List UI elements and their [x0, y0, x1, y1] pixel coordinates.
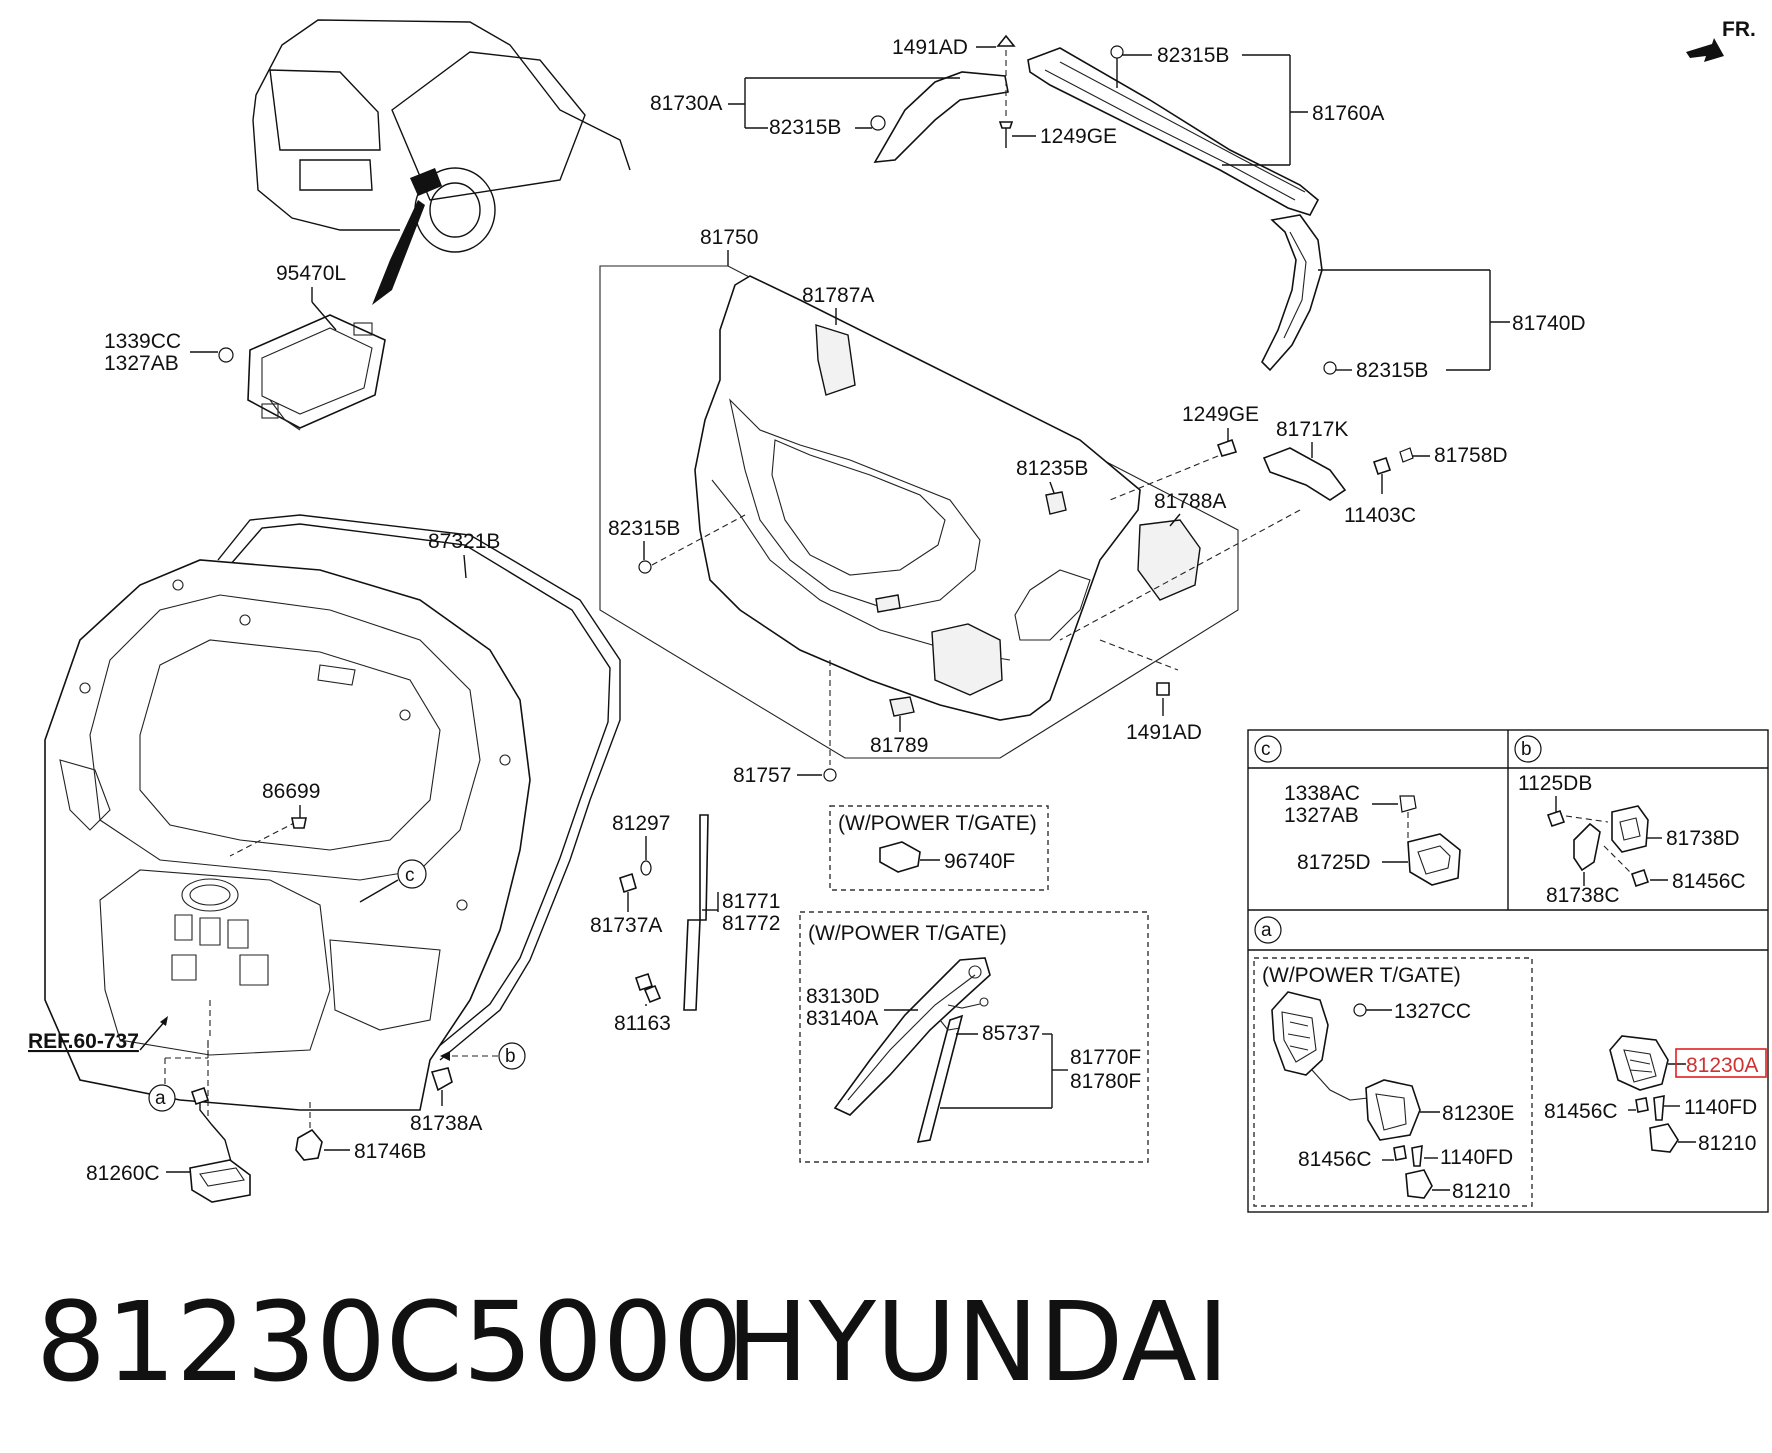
tailgate-assembly: 87321B 86699 c REF.60-737 a b — [28, 514, 621, 1120]
callout-circle-c — [397, 859, 427, 889]
inset-b-circle — [1514, 735, 1542, 763]
trim-81760A: 82315B 81760A — [1027, 44, 1384, 216]
label-1249GE-mid: 1249GE — [1182, 403, 1259, 426]
label-81725D: 81725D — [1297, 851, 1371, 874]
label-1327AB-inset: 1327AB — [1284, 804, 1359, 827]
label-81235B: 81235B — [1016, 457, 1088, 480]
label-95470L: 95470L — [276, 262, 346, 285]
front-direction-label: FR. — [1722, 18, 1756, 41]
callout-letter-a: a — [155, 1088, 166, 1109]
label-86699: 86699 — [262, 780, 320, 803]
label-81210-a-left: 81210 — [1452, 1180, 1510, 1203]
label-1125DB: 1125DB — [1518, 772, 1592, 795]
label-81230E: 81230E — [1442, 1102, 1514, 1125]
label-1491AD-low: 1491AD — [1126, 721, 1202, 744]
label-81297: 81297 — [612, 812, 670, 835]
fastener-group-right: 1249GE 81717K 81758D 11403C — [1059, 403, 1508, 641]
label-81717K: 81717K — [1276, 418, 1348, 441]
callout-letter-b: b — [505, 1046, 516, 1067]
power-tgate-note-2: (W/POWER T/GATE) — [808, 922, 1007, 945]
label-87321B: 87321B — [428, 530, 500, 553]
label-81260C: 81260C — [86, 1162, 160, 1185]
label-81738A: 81738A — [410, 1112, 482, 1135]
module-location-marker — [410, 168, 442, 196]
label-81730A: 81730A — [650, 92, 722, 115]
trim-81730A: 81730A 82315B — [650, 71, 1009, 163]
power-tgate-box-96740F: (W/POWER T/GATE) 96740F — [829, 805, 1049, 891]
label-81738C: 81738C — [1546, 884, 1620, 907]
label-81780F: 81780F — [1070, 1070, 1141, 1093]
fastener-group-top: 1491AD 1249GE — [892, 34, 1117, 148]
label-1249GE-top: 1249GE — [1040, 125, 1117, 148]
label-1327CC: 1327CC — [1394, 1000, 1471, 1023]
label-81746B: 81746B — [354, 1140, 426, 1163]
inset-c: c 1338AC 1327AB 81725D — [1254, 735, 1461, 886]
power-tgate-box-actuator: (W/POWER T/GATE) 83130D 83140A 85737 817… — [799, 911, 1149, 1163]
label-82315B-left: 82315B — [608, 517, 680, 540]
callout-circle-b — [498, 1042, 526, 1070]
callout-circle-a — [148, 1084, 176, 1112]
location-pointer-arrow — [372, 200, 425, 305]
label-82315B-right: 82315B — [1356, 359, 1428, 382]
trim-81740D: 81740D 82315B — [1261, 214, 1586, 382]
label-82315B-mid: 82315B — [769, 116, 841, 139]
label-85737: 85737 — [982, 1022, 1040, 1045]
inset-a-circle — [1254, 916, 1282, 944]
label-81750: 81750 — [700, 226, 758, 249]
label-81771: 81771 — [722, 890, 780, 913]
label-81757: 81757 — [733, 764, 791, 787]
inset-c-circle — [1254, 735, 1282, 763]
parts-lower-left: 81260C 81746B 81738A — [86, 1067, 482, 1203]
label-1327AB-left: 1327AB — [104, 352, 179, 375]
vehicle-rear-view — [252, 19, 631, 305]
label-81210-a-right: 81210 — [1698, 1132, 1756, 1155]
label-1339CC: 1339CC — [104, 330, 181, 353]
parts-strut: 81297 81737A 81771 81772 81163 — [590, 812, 780, 1035]
label-81758D: 81758D — [1434, 444, 1508, 467]
label-1140FD-a-right: 1140FD — [1684, 1096, 1757, 1119]
module-95470L: 95470L 1339CC 1327AB — [104, 262, 386, 431]
label-81740D: 81740D — [1512, 312, 1586, 335]
label-81737A: 81737A — [590, 914, 662, 937]
inset-a: a (W/POWER T/GATE) 1327CC 81230E 81456C … — [1253, 916, 1767, 1207]
inset-b-letter: b — [1521, 739, 1532, 760]
label-81163: 81163 — [614, 1012, 671, 1035]
label-1338AC: 1338AC — [1284, 782, 1360, 805]
label-81770F: 81770F — [1070, 1046, 1141, 1069]
label-83140A: 83140A — [806, 1007, 878, 1030]
label-82315B-top: 82315B — [1157, 44, 1229, 67]
footer-brand: HYUNDAI — [726, 1278, 1229, 1406]
highlight-box — [1675, 1048, 1767, 1078]
trim-panel-81750: 81750 81787A 81235B 81788A 81789 82315B … — [599, 226, 1239, 787]
inset-b: b 1125DB 81738D 81738C 81456C — [1514, 735, 1746, 907]
label-81230A-highlighted: 81230A — [1686, 1054, 1758, 1077]
label-81789: 81789 — [870, 734, 928, 757]
label-81760A: 81760A — [1312, 102, 1384, 125]
label-81738D: 81738D — [1666, 827, 1740, 850]
inset-panel — [1247, 729, 1769, 1213]
label-96740F: 96740F — [944, 850, 1015, 873]
label-81772: 81772 — [722, 912, 780, 935]
label-1140FD-a-left: 1140FD — [1440, 1146, 1513, 1169]
label-81456C-b: 81456C — [1672, 870, 1746, 893]
inset-a-letter: a — [1261, 920, 1272, 941]
footer-part-number: 81230C5000 — [36, 1278, 743, 1406]
label-11403C: 11403C — [1344, 504, 1416, 527]
front-arrow-icon — [1686, 38, 1724, 62]
inset-c-letter: c — [1261, 739, 1271, 760]
power-tgate-note-1: (W/POWER T/GATE) — [838, 812, 1037, 835]
label-1491AD-top: 1491AD — [892, 36, 968, 59]
label-83130D: 83130D — [806, 985, 880, 1008]
label-81456C-a-left: 81456C — [1298, 1148, 1372, 1171]
label-81787A: 81787A — [802, 284, 874, 307]
reference-label: REF.60-737 — [28, 1030, 139, 1053]
label-81456C-a-right: 81456C — [1544, 1100, 1618, 1123]
front-direction-mark: FR. — [1686, 18, 1756, 62]
power-tgate-note-3: (W/POWER T/GATE) — [1262, 964, 1461, 987]
callout-letter-c: c — [405, 865, 415, 886]
label-81788A: 81788A — [1154, 490, 1226, 513]
